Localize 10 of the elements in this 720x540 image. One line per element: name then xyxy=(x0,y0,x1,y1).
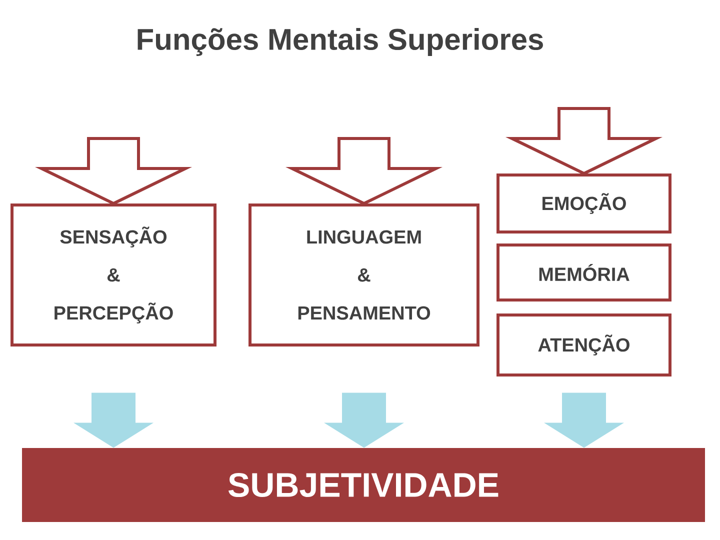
concept-box: SENSAÇÃO & PERCEPÇÃO xyxy=(10,204,216,346)
concept-box: LINGUAGEM & PENSAMENTO xyxy=(248,204,480,346)
concept-box: ATENÇÃO xyxy=(496,314,672,376)
block-arrow xyxy=(324,392,404,448)
title: Funções Mentais Superiores xyxy=(138,28,543,56)
result-banner: SUBJETIVIDADE xyxy=(22,448,705,522)
block-arrow xyxy=(544,392,624,448)
block-arrow xyxy=(74,392,154,448)
concept-box: EMOÇÃO xyxy=(496,174,672,234)
concept-box: MEMÓRIA xyxy=(496,244,672,302)
